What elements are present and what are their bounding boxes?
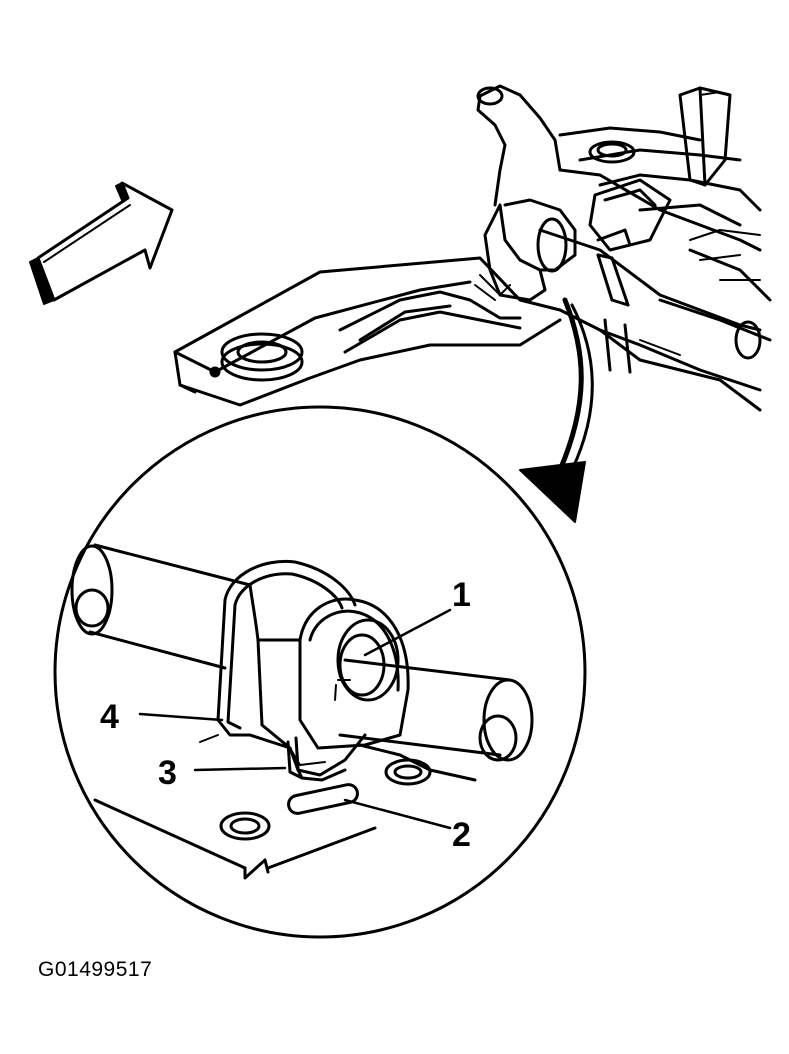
leader-line-4 xyxy=(138,712,224,722)
leader-line-2 xyxy=(343,798,452,830)
figure-id: G01499517 xyxy=(38,958,153,981)
stabilizer-bar-clamp xyxy=(216,559,367,782)
frame-slot xyxy=(287,783,359,815)
detail-view xyxy=(53,405,587,939)
stabilizer-bar xyxy=(70,543,534,762)
leader-line-1 xyxy=(363,608,452,657)
callout-4: 4 xyxy=(100,698,119,736)
stabilizer-bar-insulator xyxy=(248,583,410,750)
detail-view-arrow-icon xyxy=(519,297,594,523)
direction-arrow-icon xyxy=(29,181,174,305)
vehicle-assembly-view xyxy=(173,84,772,412)
insulator-locating-tab xyxy=(286,736,304,780)
callout-1: 1 xyxy=(452,576,471,614)
callout-2: 2 xyxy=(452,816,471,854)
leader-line-3 xyxy=(193,766,287,772)
callout-3: 3 xyxy=(158,754,177,792)
